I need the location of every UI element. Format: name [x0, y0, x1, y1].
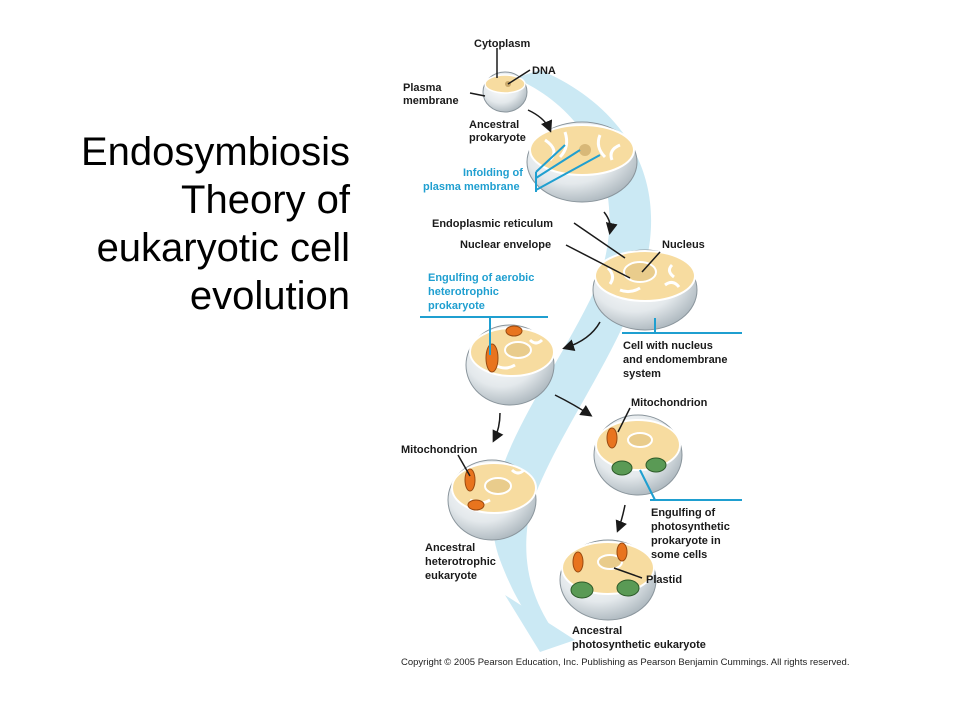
label-plasma-membrane-2: membrane [403, 95, 459, 107]
cell-ancestral-photosynthetic [559, 539, 657, 621]
label-ancestral-prokaryote-2: prokaryote [469, 132, 526, 144]
label-cell-with-nucleus-2: and endomembrane [623, 354, 728, 366]
label-ancestral-prokaryote-1: Ancestral [469, 119, 519, 131]
label-cell-with-nucleus-1: Cell with nucleus [623, 340, 713, 352]
label-ancestral-heterotrophic-3: eukaryote [425, 570, 477, 582]
title-line-1: Endosymbiosis [80, 130, 350, 174]
label-plasma-membrane-1: Plasma [403, 82, 442, 94]
label-ancestral-heterotrophic-1: Ancestral [425, 542, 475, 554]
label-engulfing-photo-3: prokaryote in [651, 535, 721, 547]
flow-band-tip [505, 595, 575, 652]
label-endoplasmic-reticulum: Endoplasmic reticulum [432, 218, 553, 230]
title-line-3: eukaryotic cell [96, 226, 350, 270]
label-mitochondrion-left: Mitochondrion [401, 444, 478, 456]
cell-infolding [526, 121, 638, 203]
label-engulfing-photo-4: some cells [651, 549, 707, 561]
label-dna: DNA [532, 65, 556, 77]
label-cytoplasm: Cytoplasm [474, 38, 530, 50]
label-nuclear-envelope: Nuclear envelope [460, 239, 551, 251]
title-line-2: Theory of [181, 178, 350, 222]
label-engulfing-photo-2: photosynthetic [651, 521, 730, 533]
cell-aerobic-engulfed [465, 324, 555, 406]
cell-ancestral-heterotrophic [447, 459, 537, 541]
label-mitochondrion-right: Mitochondrion [631, 397, 708, 409]
label-plastid: Plastid [646, 574, 682, 586]
label-engulfing-aerobic-2: heterotrophic [428, 286, 499, 298]
process-arrows [492, 109, 627, 533]
copyright-notice: Copyright © 2005 Pearson Education, Inc.… [401, 657, 849, 668]
label-infolding-2: plasma membrane [423, 181, 520, 193]
cell-ancestral-prokaryote [482, 71, 528, 113]
cell-photosynthetic-engulfing [593, 414, 683, 496]
cell-with-nucleus [592, 249, 698, 331]
label-infolding-1: Infolding of [463, 167, 523, 179]
slide-title: Endosymbiosis Theory of eukaryotic cell … [81, 128, 350, 320]
title-line-4: evolution [189, 274, 350, 318]
label-engulfing-aerobic-3: prokaryote [428, 300, 485, 312]
label-ancestral-photosynthetic-2: photosynthetic eukaryote [572, 639, 706, 651]
label-ancestral-photosynthetic-1: Ancestral [572, 625, 622, 637]
leader-lines [457, 48, 661, 579]
leader-lines-blue [420, 144, 742, 501]
label-ancestral-heterotrophic-2: heterotrophic [425, 556, 496, 568]
label-cell-with-nucleus-3: system [623, 368, 661, 380]
label-engulfing-aerobic-1: Engulfing of aerobic [428, 272, 534, 284]
label-engulfing-photo-1: Engulfing of [651, 507, 715, 519]
label-nucleus: Nucleus [662, 239, 705, 251]
